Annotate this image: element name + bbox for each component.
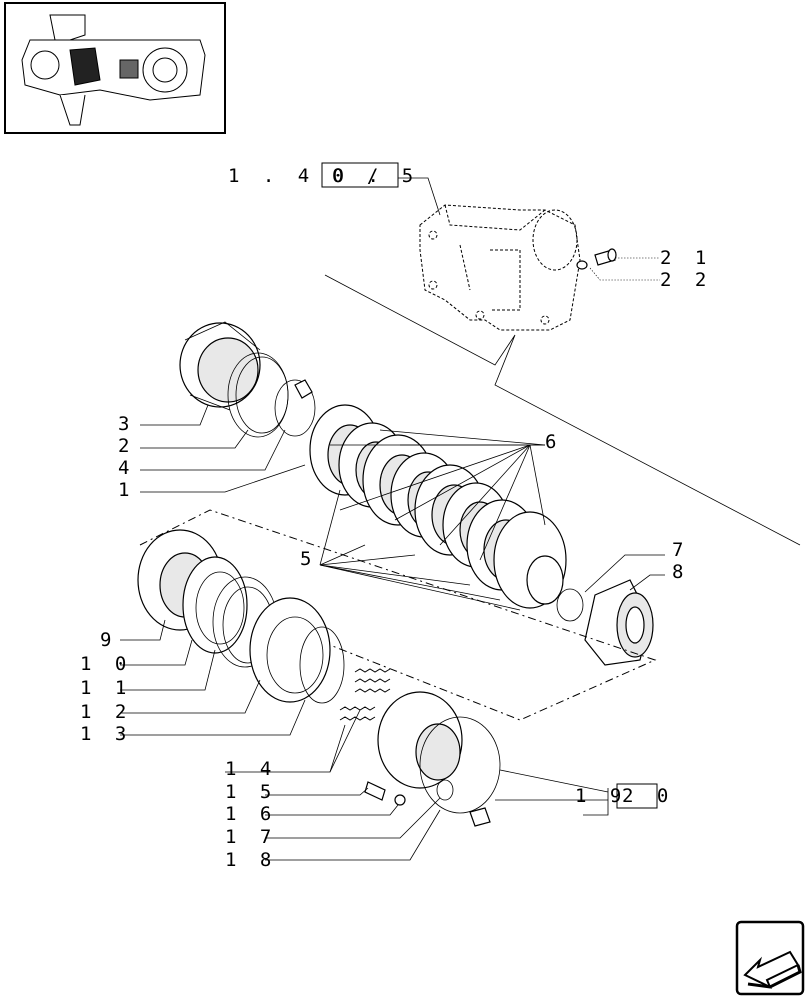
- callout-4: 4: [118, 457, 135, 479]
- circlip-2: [227, 352, 289, 438]
- plug-20: [469, 807, 491, 827]
- springs-14: [339, 668, 391, 721]
- callout-2: 2: [118, 435, 135, 457]
- clutch-disc-stack: [309, 404, 567, 609]
- callout-9: 9: [100, 629, 117, 651]
- callout-10: 1 0: [80, 653, 132, 675]
- callout-16: 1 6: [225, 803, 277, 825]
- group-boundary: [139, 509, 657, 721]
- callout-3: 3: [118, 413, 135, 435]
- group-ref-box: [616, 783, 658, 809]
- reference-prefix: 1 . 4 0 .: [228, 165, 385, 187]
- callout-7: 7: [672, 539, 689, 561]
- callout-18: 1 8: [225, 849, 277, 871]
- callout-13: 1 3: [80, 723, 132, 745]
- leaders-9-13: [120, 619, 306, 736]
- next-page-arrow-icon[interactable]: [735, 920, 805, 996]
- o-ring-18: [419, 716, 501, 814]
- snap-ring-7: [556, 588, 584, 622]
- screw-15: [364, 781, 386, 801]
- callout-1: 1: [118, 479, 135, 501]
- reference-boxed[interactable]: 0 / 5: [332, 165, 419, 187]
- callout-12: 1 2: [80, 701, 132, 723]
- callout-8: 8: [672, 561, 689, 583]
- reference-box: [321, 162, 399, 188]
- ring-4: [274, 379, 316, 437]
- leaders-5: [319, 489, 521, 611]
- callout-6: 6: [545, 431, 562, 453]
- callout-14: 1 4: [225, 758, 277, 780]
- clutch-drum-3: [179, 321, 261, 411]
- splined-hub-8: [584, 579, 654, 666]
- leaders-1-4: [140, 404, 306, 493]
- callout-22: 2 2: [660, 269, 712, 291]
- piston-12: [249, 597, 331, 703]
- cylinder-17: [377, 691, 463, 789]
- callout-21: 2 1: [660, 247, 712, 269]
- washer-16: [394, 794, 406, 806]
- assembly-thumbnail[interactable]: [4, 2, 226, 134]
- seal-13: [299, 626, 345, 704]
- leaders-6: [330, 429, 546, 561]
- callout-17: 1 7: [225, 826, 277, 848]
- callout-5: 5: [300, 548, 317, 570]
- group-ref-boxed[interactable]: 2 0: [622, 785, 674, 807]
- callout-11: 1 1: [80, 677, 132, 699]
- bolt-21: [576, 248, 617, 270]
- leaders-15-18: [265, 787, 441, 861]
- housing-part: [419, 204, 581, 331]
- group-ref-prefix: 1 9: [575, 785, 627, 807]
- small-ring: [436, 779, 454, 801]
- callout-15: 1 5: [225, 781, 277, 803]
